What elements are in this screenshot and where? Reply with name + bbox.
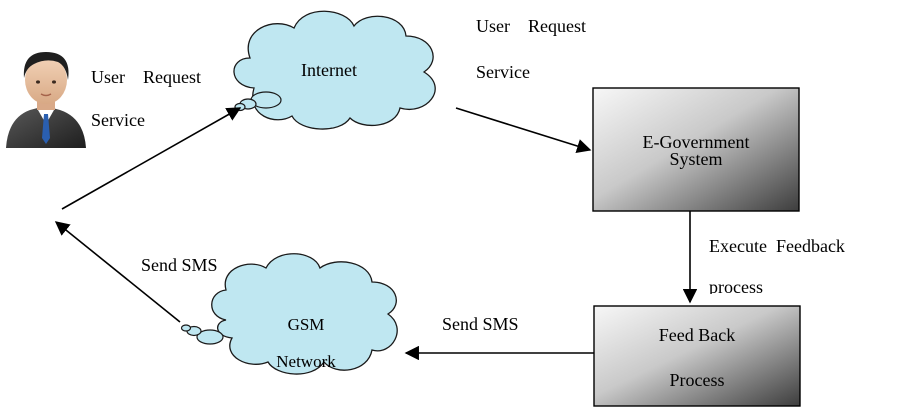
feedback-label-line2: Process xyxy=(669,370,725,390)
gsm-label-line2: Network xyxy=(276,352,336,371)
gsm-cloud xyxy=(180,253,398,375)
arrow-gsm-to-user xyxy=(54,221,181,323)
egov-label-line1: E-Government xyxy=(642,132,750,152)
send-sms-bottom-label: Send SMS xyxy=(442,314,519,334)
feedback-box xyxy=(593,305,801,407)
gsm-label-line1: GSM xyxy=(287,315,325,334)
arrow-user-to-internet xyxy=(61,107,242,210)
feedback-label-line1: Feed Back xyxy=(658,325,736,345)
execute-feedback-line2: process xyxy=(709,277,763,294)
user-request-left-line1: User Request xyxy=(91,67,201,87)
user-request-top-line2: Service xyxy=(476,62,530,82)
internet-label: Internet xyxy=(301,60,357,80)
egov-label-line2: System xyxy=(669,149,723,169)
egov-box xyxy=(592,87,800,212)
businessman-icon xyxy=(6,52,86,148)
internet-cloud xyxy=(233,10,436,130)
send-sms-left-label: Send SMS xyxy=(141,255,218,275)
user-request-top-line1: User Request xyxy=(476,16,586,36)
arrow-internet-to-egov xyxy=(455,107,592,153)
execute-feedback-line1: Execute Feedback xyxy=(709,236,845,256)
user-request-left-line2: Service xyxy=(91,110,145,130)
